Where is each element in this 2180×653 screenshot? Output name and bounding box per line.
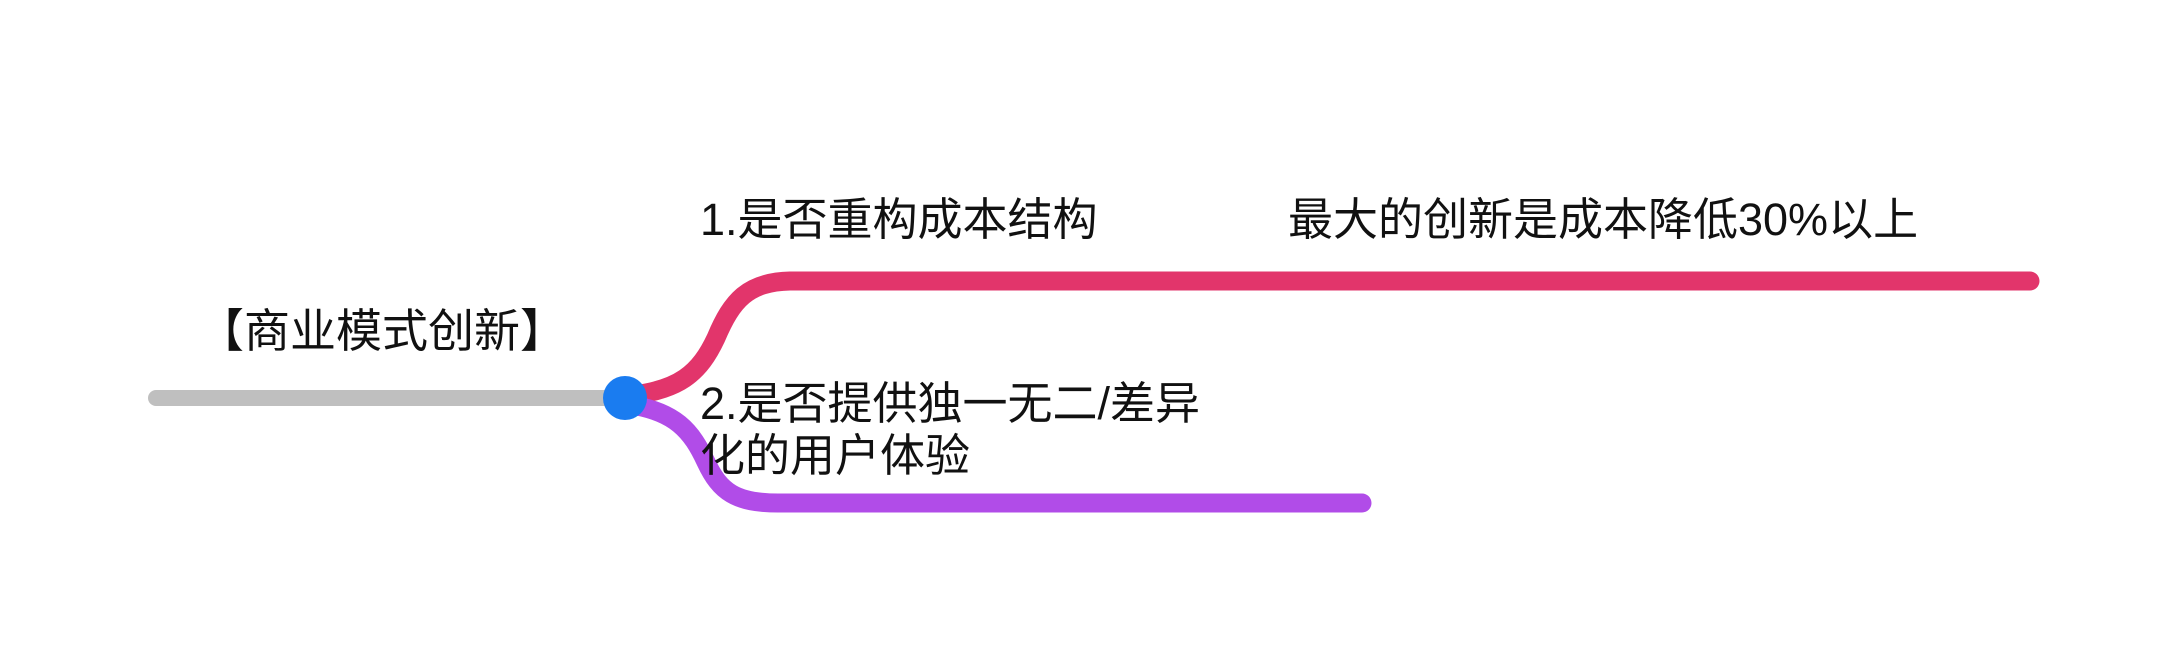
branch-two-label[interactable]: 2.是否提供独一无二/差异 化的用户体验 (700, 378, 1201, 482)
root-node-label[interactable]: 【商业模式创新】 (198, 305, 566, 357)
center-node-dot[interactable] (603, 376, 647, 420)
branch-one-detail-label[interactable]: 最大的创新是成本降低30%以上 (1288, 194, 1919, 245)
branch-one-label[interactable]: 1.是否重构成本结构 (700, 194, 1098, 245)
